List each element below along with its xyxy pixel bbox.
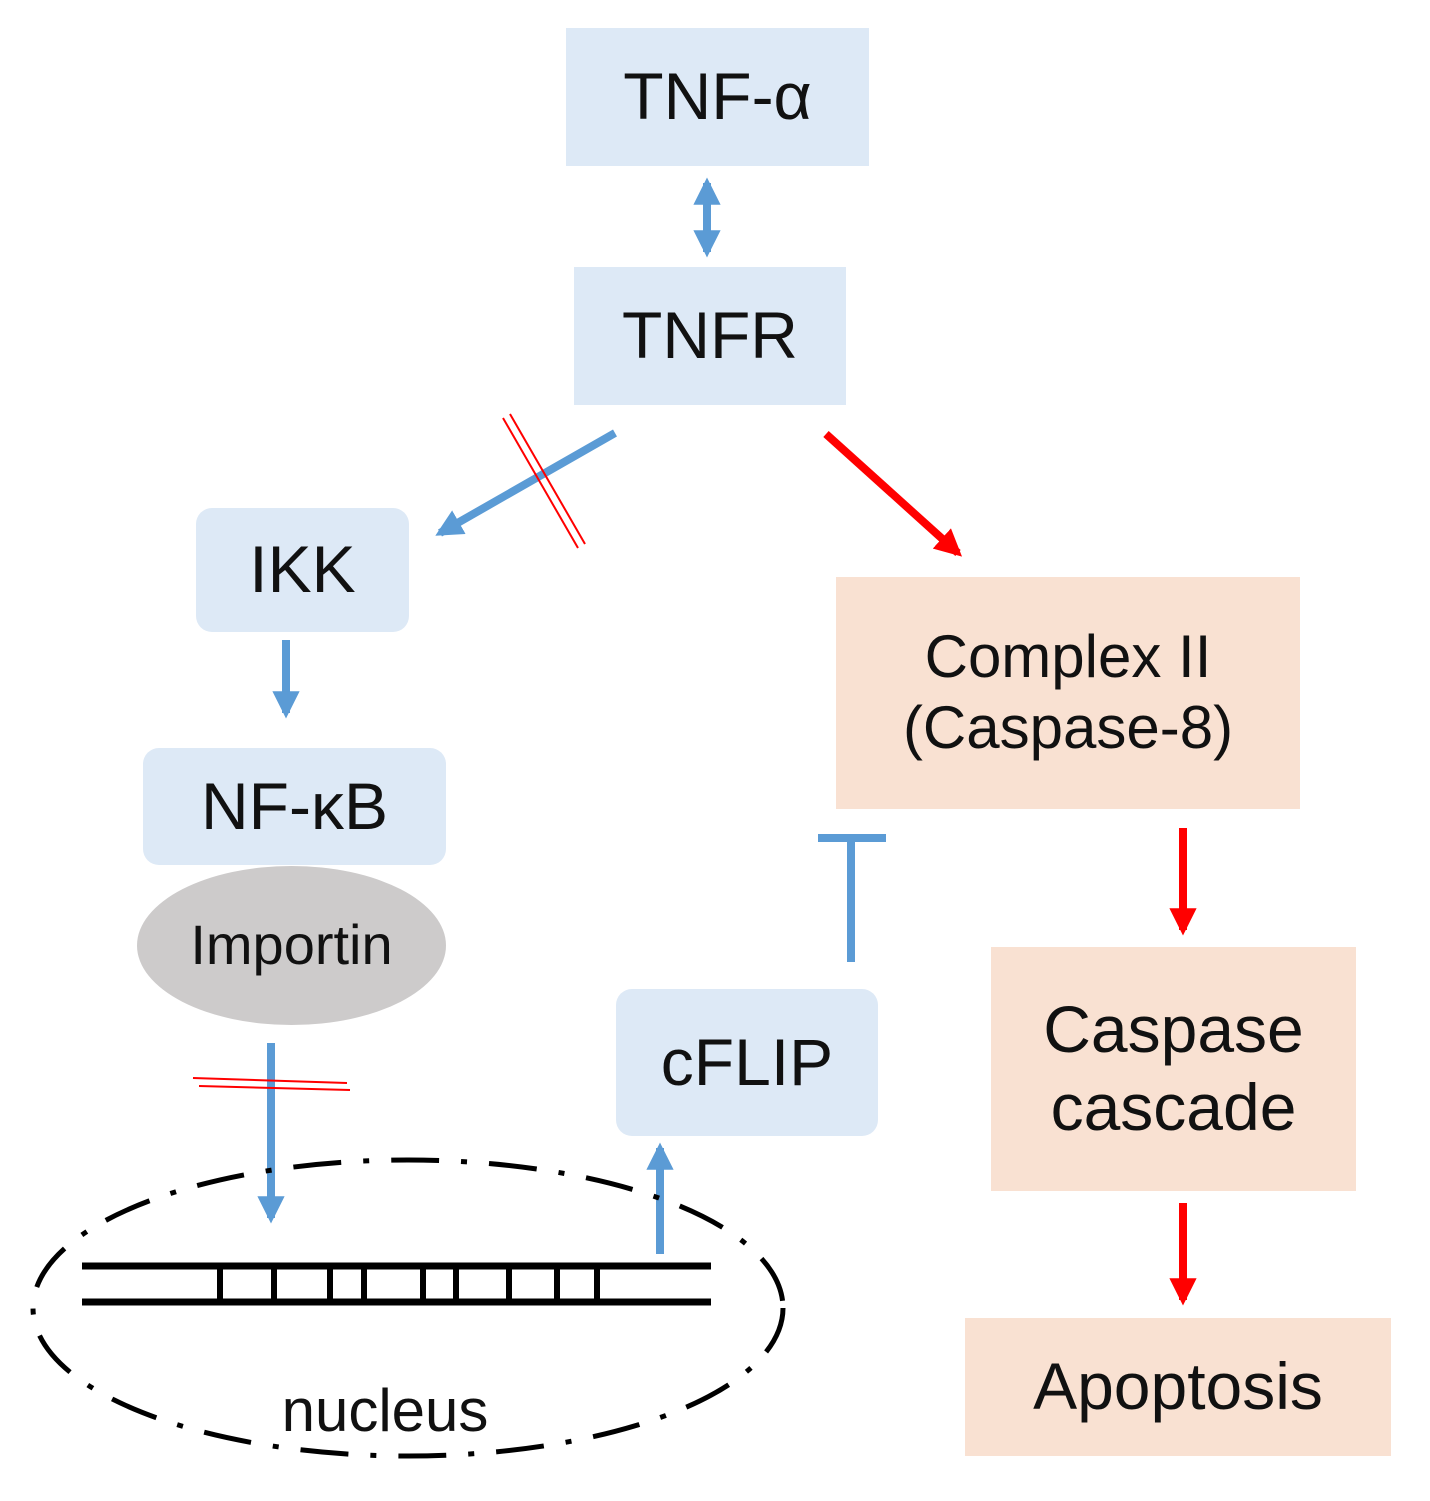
node-tnf-alpha: TNF-α bbox=[566, 28, 869, 166]
node-apoptosis: Apoptosis bbox=[965, 1318, 1391, 1456]
block-mark-importin bbox=[192, 1077, 348, 1084]
node-tnfr-label: TNFR bbox=[622, 298, 798, 373]
node-caspase-line2: cascade bbox=[1050, 1070, 1297, 1144]
block-mark-tnfr-ikk bbox=[509, 413, 586, 545]
node-nfkb-label: NF-κB bbox=[201, 768, 388, 843]
nucleus-boundary bbox=[30, 1157, 786, 1459]
node-complex-ii-line1: Complex II bbox=[924, 623, 1212, 691]
block-mark-importin bbox=[198, 1085, 351, 1091]
node-importin-label: Importin bbox=[190, 913, 393, 977]
node-caspase-cascade: Caspase cascade bbox=[991, 947, 1356, 1191]
node-caspase-line1: Caspase bbox=[1043, 992, 1304, 1067]
node-importin: Importin bbox=[137, 866, 446, 1025]
node-apoptosis-label: Apoptosis bbox=[1033, 1349, 1323, 1424]
arrow-tnfr-complex-ii bbox=[823, 431, 963, 557]
node-ikk: IKK bbox=[196, 508, 409, 632]
arrow-tnfr-ikk bbox=[435, 429, 617, 537]
node-complex-ii-line2: (Caspase-8) bbox=[902, 694, 1234, 761]
node-nfkb: NF-κB bbox=[143, 748, 446, 865]
node-ikk-label: IKK bbox=[249, 532, 356, 607]
nucleus-label: nucleus bbox=[281, 1376, 489, 1444]
node-tnf-alpha-label: TNF-α bbox=[623, 59, 812, 134]
block-mark-tnfr-ikk bbox=[502, 417, 579, 549]
node-cflip: cFLIP bbox=[616, 989, 878, 1136]
node-cflip-label: cFLIP bbox=[660, 1024, 834, 1099]
node-complex-ii: Complex II (Caspase-8) bbox=[836, 577, 1300, 809]
dna-rungs bbox=[217, 1266, 600, 1302]
node-tnfr: TNFR bbox=[574, 267, 846, 405]
